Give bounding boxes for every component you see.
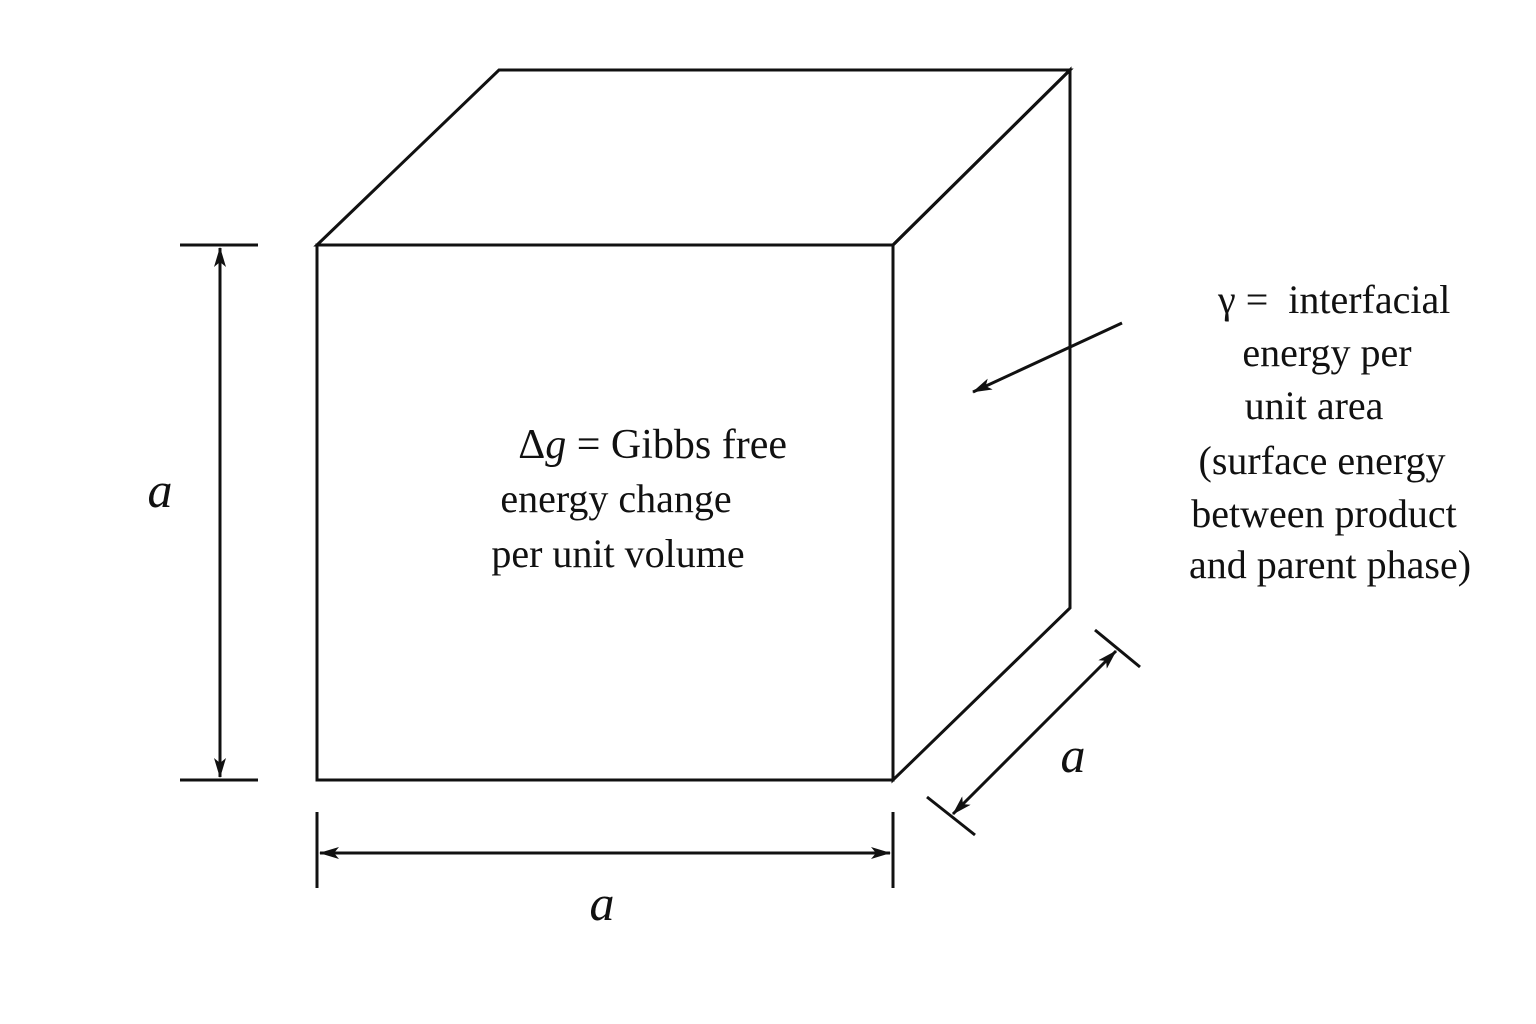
depth-dimension (926, 628, 1141, 837)
volume-energy-label: Δg = Gibbs free energy change per unit v… (447, 422, 840, 576)
surface-label-line2: energy per (1242, 330, 1411, 375)
depth-tick-bottom (926, 795, 976, 837)
depth-arrow (951, 649, 1118, 816)
cube (313, 66, 1074, 784)
cube-side-face (891, 66, 1072, 784)
height-dimension (180, 243, 258, 782)
volume-label-line1: Δg = Gibbs free (447, 422, 840, 468)
volume-label-line1-text: = Gibbs free (566, 422, 787, 468)
volume-label-line2: energy change (500, 476, 731, 521)
g-symbol: g (545, 422, 566, 468)
surface-label-line1-text: = interfacial (1236, 277, 1451, 322)
surface-label-line6: and parent phase) (1189, 542, 1471, 587)
surface-energy-label: γ = interfacial energy per unit area (su… (1148, 277, 1500, 587)
width-label: a (590, 875, 615, 931)
gamma-symbol: γ (1217, 277, 1236, 322)
surface-label-line1: γ = interfacial (1148, 277, 1500, 322)
surface-label-line3: unit area (1245, 383, 1384, 428)
width-dimension (315, 812, 895, 888)
depth-label: a (1061, 727, 1086, 783)
delta-symbol: Δ (518, 422, 545, 468)
cube-top-face (313, 68, 1074, 247)
depth-tick-top (1094, 628, 1141, 669)
volume-label-line3: per unit volume (491, 531, 744, 576)
height-label: a (148, 462, 173, 518)
surface-label-line5: between product (1191, 491, 1456, 536)
surface-pointer-arrow (972, 321, 1123, 394)
surface-label-line4: (surface energy (1199, 438, 1446, 483)
